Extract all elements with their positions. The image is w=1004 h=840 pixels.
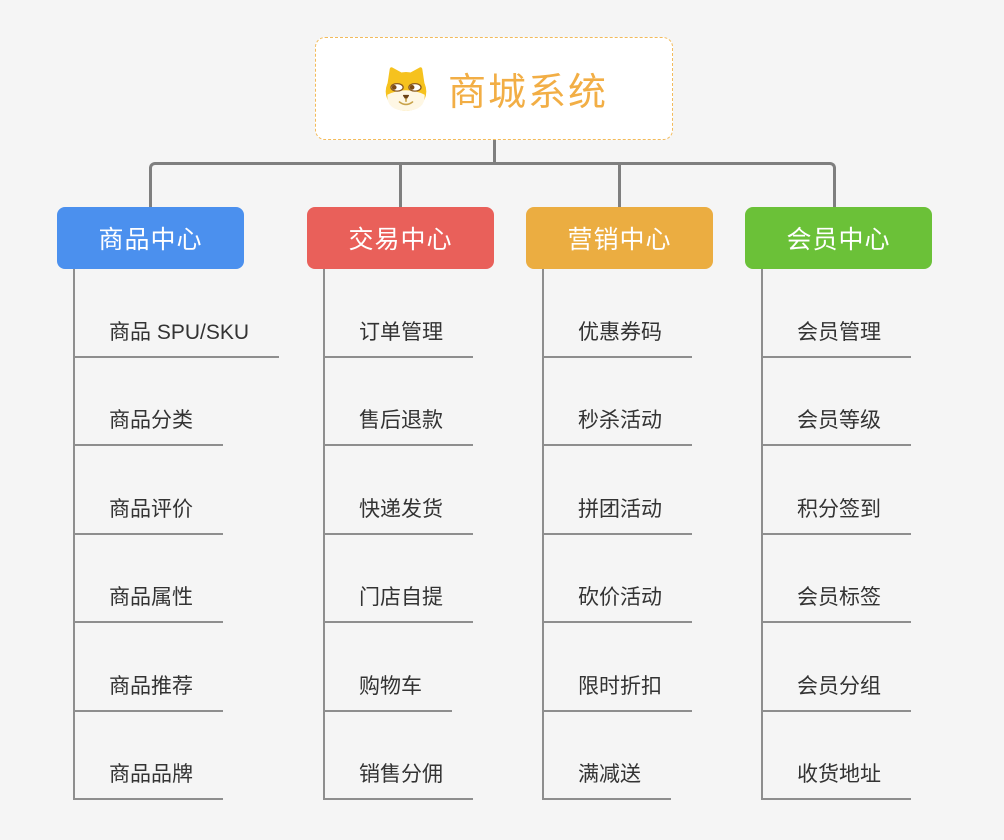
branch-column-product: 商品中心 商品 SPU/SKU 商品分类 商品评价 商品属性 商品推荐 商品品牌 (57, 207, 280, 800)
leaf-node: 商品评价 (75, 446, 247, 535)
leaf-node: 会员分组 (763, 623, 935, 712)
branch-node-trade[interactable]: 交易中心 (307, 207, 494, 269)
leaf-list-marketing: 优惠券码 秒杀活动 拼团活动 砍价活动 限时折扣 满减送 (542, 269, 716, 800)
leaf-label[interactable]: 会员分组 (763, 670, 911, 712)
leaf-list-member: 会员管理 会员等级 积分签到 会员标签 会员分组 收货地址 (761, 269, 935, 800)
leaf-label[interactable]: 收货地址 (763, 758, 911, 800)
leaf-label[interactable]: 满减送 (544, 758, 671, 800)
leaf-label[interactable]: 砍价活动 (544, 581, 692, 623)
leaf-node: 拼团活动 (544, 446, 716, 535)
leaf-label[interactable]: 积分签到 (763, 493, 911, 535)
leaf-label[interactable]: 会员等级 (763, 404, 911, 446)
branch-column-trade: 交易中心 订单管理 售后退款 快递发货 门店自提 购物车 销售分佣 (307, 207, 497, 800)
leaf-label[interactable]: 商品分类 (75, 404, 223, 446)
leaf-list-product: 商品 SPU/SKU 商品分类 商品评价 商品属性 商品推荐 商品品牌 (73, 269, 280, 800)
leaf-node: 砍价活动 (544, 535, 716, 623)
leaf-node: 秒杀活动 (544, 358, 716, 446)
leaf-node: 商品分类 (75, 358, 247, 446)
branch-node-product[interactable]: 商品中心 (57, 207, 244, 269)
leaf-list-trade: 订单管理 售后退款 快递发货 门店自提 购物车 销售分佣 (323, 269, 497, 800)
leaf-label[interactable]: 商品评价 (75, 493, 223, 535)
leaf-label[interactable]: 拼团活动 (544, 493, 692, 535)
leaf-node: 商品推荐 (75, 623, 247, 712)
leaf-label[interactable]: 商品属性 (75, 581, 223, 623)
branch-node-marketing[interactable]: 营销中心 (526, 207, 713, 269)
leaf-label[interactable]: 商品品牌 (75, 758, 223, 800)
leaf-label[interactable]: 售后退款 (325, 404, 473, 446)
leaf-node: 快递发货 (325, 446, 497, 535)
leaf-label[interactable]: 优惠券码 (544, 316, 692, 358)
leaf-label[interactable]: 会员管理 (763, 316, 911, 358)
leaf-node: 会员等级 (763, 358, 935, 446)
leaf-label[interactable]: 商品推荐 (75, 670, 223, 712)
leaf-node: 销售分佣 (325, 712, 497, 800)
leaf-label[interactable]: 门店自提 (325, 581, 473, 623)
leaf-node: 门店自提 (325, 535, 497, 623)
leaf-label[interactable]: 订单管理 (325, 316, 473, 358)
root-stem-connector (493, 140, 496, 164)
root-title: 商城系统 (447, 72, 608, 114)
leaf-node: 订单管理 (325, 269, 497, 358)
leaf-label[interactable]: 销售分佣 (325, 758, 473, 800)
leaf-node: 收货地址 (763, 712, 935, 800)
connector-drop (618, 165, 621, 210)
leaf-node: 优惠券码 (544, 269, 716, 358)
leaf-label[interactable]: 快递发货 (325, 493, 473, 535)
leaf-node: 限时折扣 (544, 623, 716, 712)
leaf-node: 商品品牌 (75, 712, 247, 800)
branch-node-member[interactable]: 会员中心 (745, 207, 932, 269)
leaf-node: 积分签到 (763, 446, 935, 535)
connector-drop (399, 165, 402, 210)
leaf-label[interactable]: 购物车 (325, 670, 452, 712)
branch-bracket-connector (149, 162, 836, 210)
doge-icon (380, 65, 432, 113)
leaf-label[interactable]: 商品 SPU/SKU (75, 316, 280, 358)
leaf-node: 商品属性 (75, 535, 247, 623)
leaf-label[interactable]: 会员标签 (763, 581, 911, 623)
leaf-node: 商品 SPU/SKU (75, 269, 280, 358)
branch-column-marketing: 营销中心 优惠券码 秒杀活动 拼团活动 砍价活动 限时折扣 满减送 (526, 207, 716, 800)
leaf-node: 售后退款 (325, 358, 497, 446)
leaf-node: 满减送 (544, 712, 716, 800)
branch-column-member: 会员中心 会员管理 会员等级 积分签到 会员标签 会员分组 收货地址 (745, 207, 935, 800)
leaf-node: 购物车 (325, 623, 497, 712)
leaf-node: 会员标签 (763, 535, 935, 623)
root-node[interactable]: 商城系统 (315, 37, 673, 140)
leaf-label[interactable]: 限时折扣 (544, 670, 692, 712)
leaf-label[interactable]: 秒杀活动 (544, 404, 692, 446)
leaf-node: 会员管理 (763, 269, 935, 358)
